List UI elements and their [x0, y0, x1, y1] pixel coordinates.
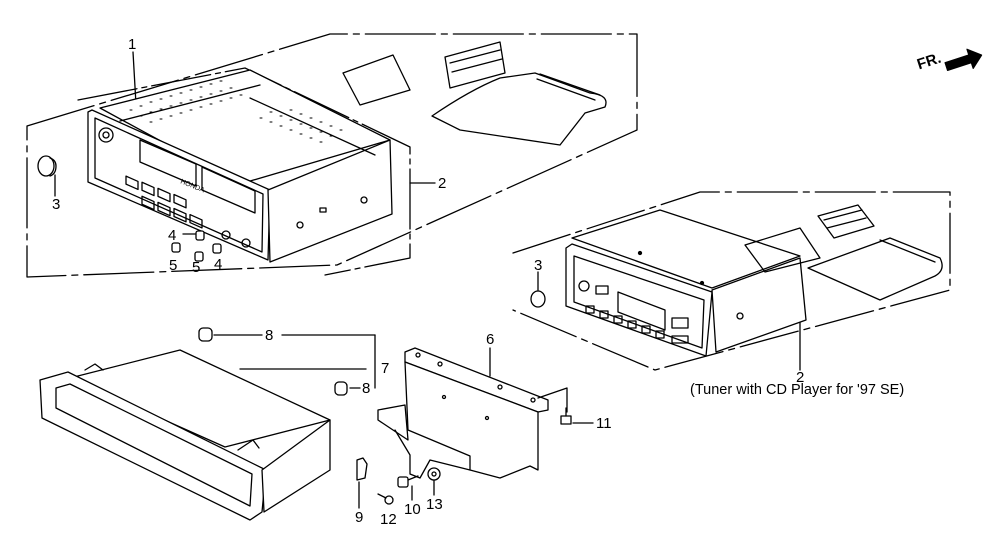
cd-tuner-unit — [566, 210, 806, 356]
clip-8-upper — [199, 328, 212, 341]
callout-12: 12 — [380, 511, 397, 528]
callout-2-cd: 2 — [796, 369, 805, 386]
callout-8-lower: 8 — [362, 380, 371, 397]
leader-11 — [538, 388, 593, 423]
callout-3-left: 3 — [52, 196, 61, 213]
cd-unit-caption: (Tuner with CD Player for '97 SE) — [690, 382, 905, 398]
screw-12 — [378, 494, 393, 504]
clip-9 — [357, 458, 367, 508]
callout-2-cassette: 2 — [438, 175, 447, 192]
callout-11: 11 — [596, 415, 612, 432]
bracket-6 — [378, 348, 548, 478]
callout-4-upper: 4 — [168, 227, 177, 244]
callout-6: 6 — [486, 331, 495, 348]
kit-cd-accessories — [745, 205, 942, 300]
bolt-10 — [398, 476, 418, 500]
callout-8-upper: 8 — [265, 327, 274, 344]
vent-holes — [130, 81, 342, 142]
callout-5-left: 5 — [169, 257, 178, 274]
washer-13 — [428, 468, 440, 495]
callout-3-right: 3 — [534, 257, 543, 274]
knob-3-left — [38, 156, 56, 196]
callout-1: 1 — [128, 36, 137, 53]
kit-1-boundary — [27, 34, 637, 277]
kit-cd-boundary — [513, 192, 950, 370]
callout-9: 9 — [355, 509, 364, 526]
callout-4-lower: 4 — [214, 256, 223, 273]
small-knobs — [172, 231, 221, 261]
callout-7: 7 — [381, 360, 390, 377]
knob-3-right — [531, 291, 545, 307]
cassette-tuner-unit — [88, 70, 392, 262]
leaders-7-8 — [214, 335, 375, 388]
clip-8-lower — [335, 382, 347, 395]
pocket-7 — [40, 350, 330, 520]
tuner-2-boundary — [78, 68, 410, 275]
faceplate-buttons — [126, 176, 202, 228]
callout-10: 10 — [404, 501, 421, 518]
cd-buttons — [586, 306, 688, 343]
bolt-11 — [561, 408, 571, 424]
callout-5-right: 5 — [192, 259, 201, 276]
kit-1-accessories — [343, 42, 606, 145]
front-direction-arrow — [943, 46, 984, 76]
callout-13: 13 — [426, 496, 443, 513]
